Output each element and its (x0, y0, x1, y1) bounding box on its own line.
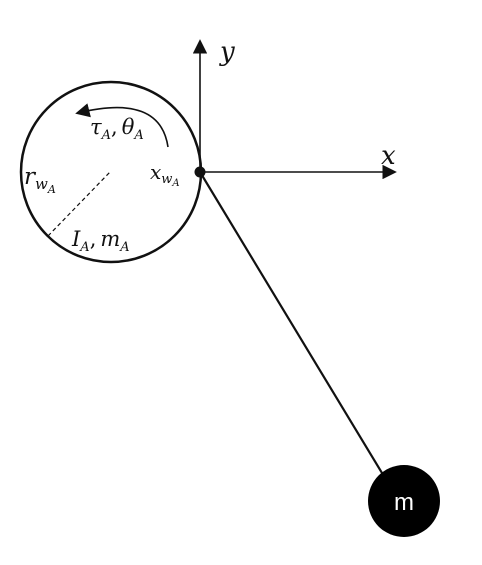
radius-label: rwA (24, 164, 56, 196)
pivot-point (194, 166, 206, 178)
torque-angle-label: τA,θA (90, 115, 144, 143)
pendulum-mass (368, 465, 440, 537)
contact-point-label: xwA (150, 160, 180, 189)
wheel-radius-line (47, 171, 111, 237)
rotation-arrow (75, 103, 169, 148)
x-axis-label: x (381, 141, 396, 171)
inertia-mass-label: IA,mA (71, 227, 130, 255)
pendulum-mass-label: m (394, 489, 414, 516)
pendulum-rod (199, 171, 386, 479)
y-axis-label: y (219, 37, 235, 67)
